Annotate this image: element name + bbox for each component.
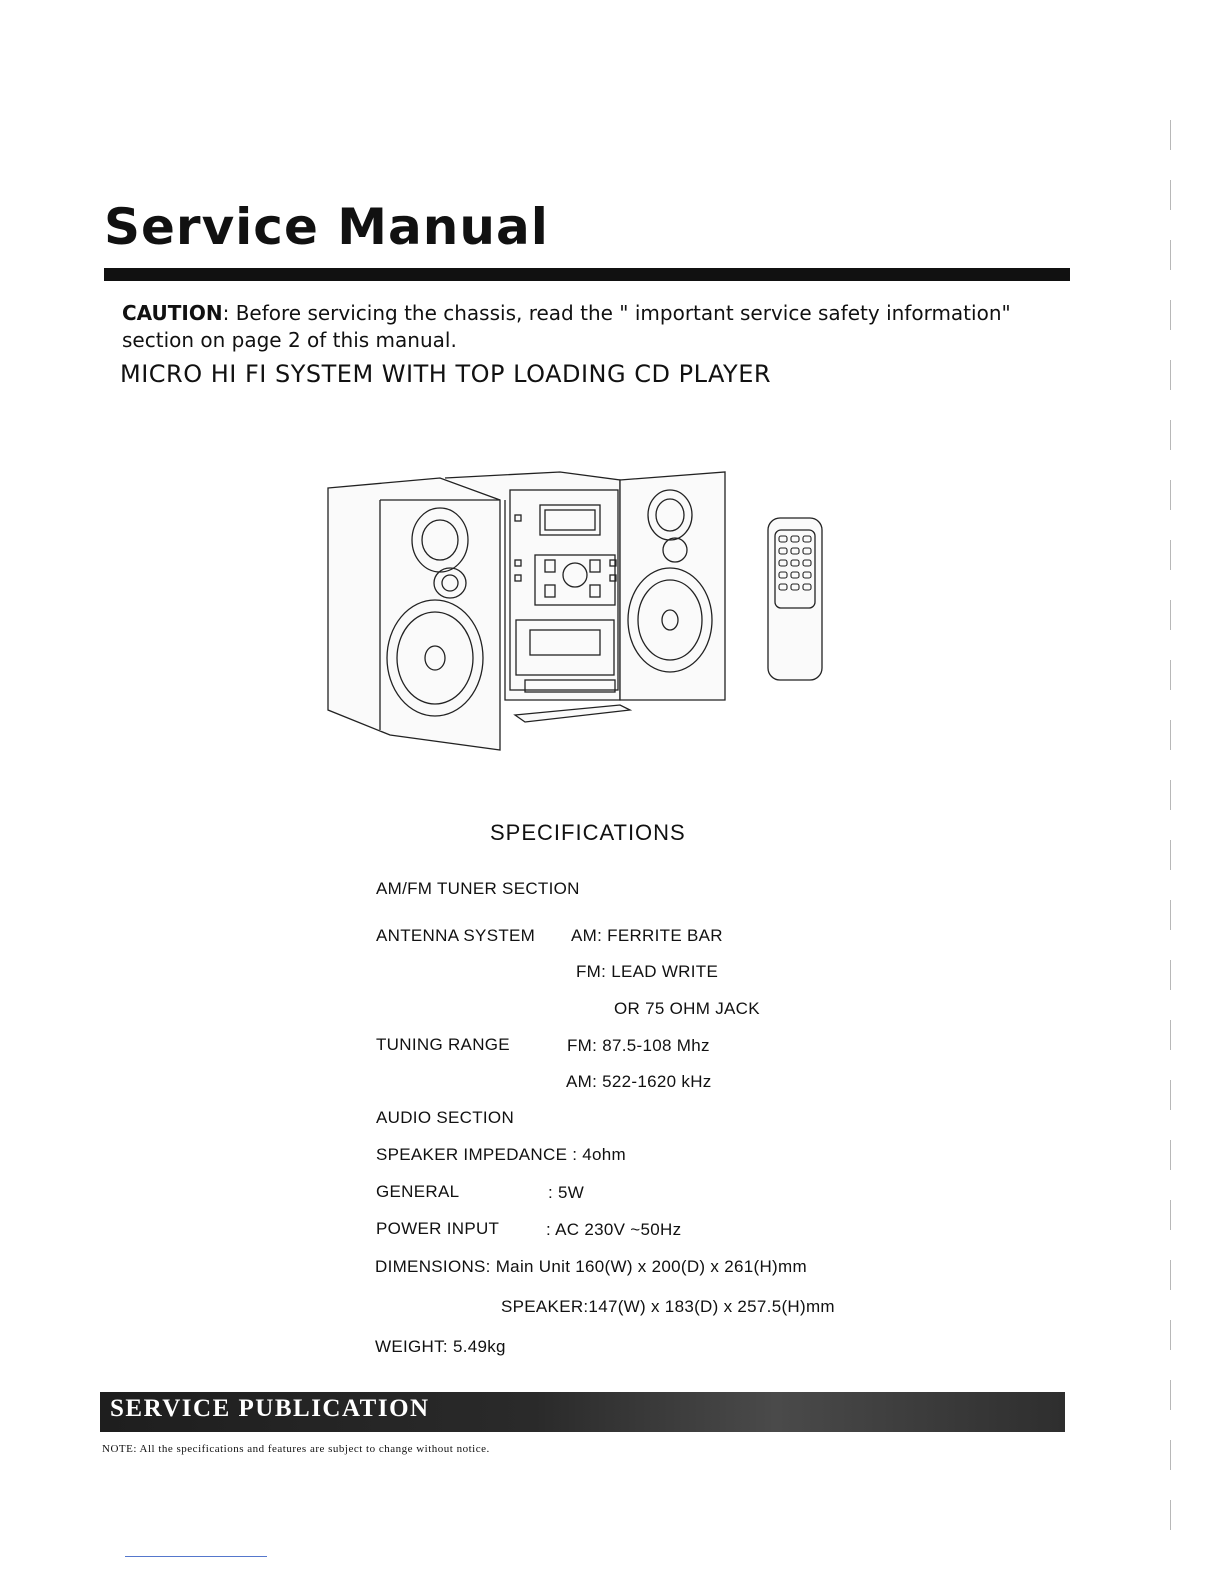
footer-note: NOTE: All the specifications and feature… <box>102 1443 490 1455</box>
remote-control-drawing <box>767 517 823 681</box>
spec-tuning-fm: FM: 87.5-108 Mhz <box>567 1036 710 1055</box>
spec-antenna-label: ANTENNA SYSTEM <box>376 926 536 945</box>
caution-text: : Before servicing the chassis, read the… <box>122 301 1011 352</box>
spec-speaker-impedance: SPEAKER IMPEDANCE : 4ohm <box>376 1145 626 1164</box>
spec-antenna-am: AM: FERRITE BAR <box>571 926 723 945</box>
spec-audio-section: AUDIO SECTION <box>376 1108 515 1127</box>
spec-power-value: : AC 230V ~50Hz <box>546 1220 682 1239</box>
product-illustration <box>327 471 823 751</box>
scan-underline <box>125 1556 267 1557</box>
spec-power-label: POWER INPUT <box>376 1219 500 1238</box>
spec-dimensions-speaker: SPEAKER:147(W) x 183(D) x 257.5(H)mm <box>501 1297 835 1316</box>
spec-general-value: : 5W <box>548 1183 585 1202</box>
spec-general-label: GENERAL <box>376 1182 460 1201</box>
service-publication-bar <box>100 1392 1065 1432</box>
spec-tuner-section: AM/FM TUNER SECTION <box>376 879 580 898</box>
spec-antenna-fm: FM: LEAD WRITE <box>576 962 719 981</box>
specifications-heading: SPECIFICATIONS <box>490 820 686 845</box>
spec-antenna-alt: OR 75 OHM JACK <box>614 999 760 1018</box>
main-unit-drawing <box>444 471 633 723</box>
spec-dimensions-main: DIMENSIONS: Main Unit 160(W) x 200(D) x … <box>375 1257 807 1276</box>
right-speaker-drawing <box>619 471 726 701</box>
caution-notice: CAUTION: Before servicing the chassis, r… <box>122 300 1062 354</box>
title-rule <box>104 268 1070 281</box>
scan-margin-line <box>1170 120 1171 1560</box>
service-publication-label: SERVICE PUBLICATION <box>110 1395 430 1422</box>
spec-weight: WEIGHT: 5.49kg <box>375 1337 506 1356</box>
spec-tuning-label: TUNING RANGE <box>376 1035 510 1054</box>
page-title: Service Manual <box>104 198 549 256</box>
product-name: MICRO HI FI SYSTEM WITH TOP LOADING CD P… <box>120 360 772 388</box>
left-speaker-drawing <box>327 477 501 751</box>
spec-tuning-am: AM: 522-1620 kHz <box>566 1072 712 1091</box>
caution-label: CAUTION <box>122 301 223 325</box>
